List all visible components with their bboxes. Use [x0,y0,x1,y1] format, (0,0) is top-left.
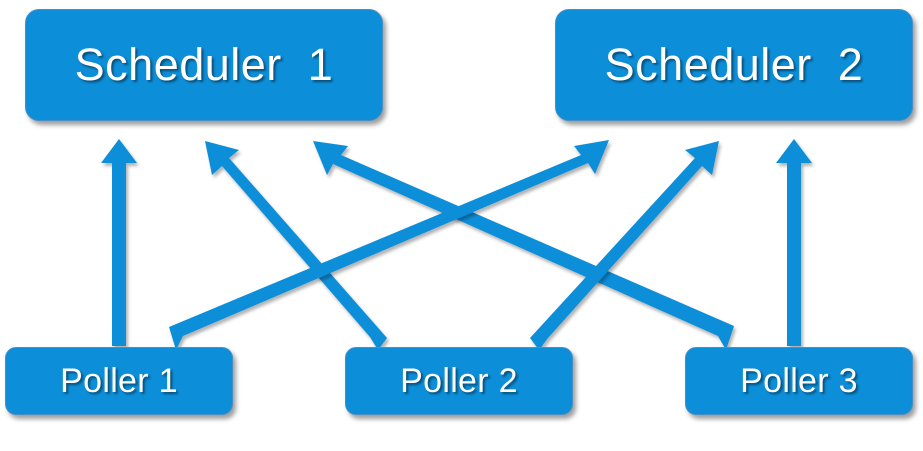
connection-poller-3-to-scheduler-1[interactable] [313,141,734,350]
connection-poller-3-to-scheduler-2[interactable] [776,139,812,346]
node-poller-1[interactable]: Poller 1 [5,347,233,415]
node-scheduler-1-label: Scheduler 1 [74,39,334,90]
node-poller-2-label: Poller 2 [400,361,518,400]
node-poller-2[interactable]: Poller 2 [345,347,573,415]
node-scheduler-1[interactable]: Scheduler 1 [25,9,383,121]
connection-poller-2-to-scheduler-1[interactable] [205,141,387,350]
node-scheduler-2[interactable]: Scheduler 2 [555,9,913,121]
connection-poller-2-to-scheduler-2[interactable] [530,141,719,350]
node-poller-1-label: Poller 1 [60,361,178,400]
node-poller-3-label: Poller 3 [740,361,858,400]
connection-poller-1-to-scheduler-1[interactable] [101,139,137,346]
node-scheduler-2-label: Scheduler 2 [604,39,864,90]
node-poller-3[interactable]: Poller 3 [685,347,913,415]
connection-poller-1-to-scheduler-2[interactable] [169,140,609,350]
